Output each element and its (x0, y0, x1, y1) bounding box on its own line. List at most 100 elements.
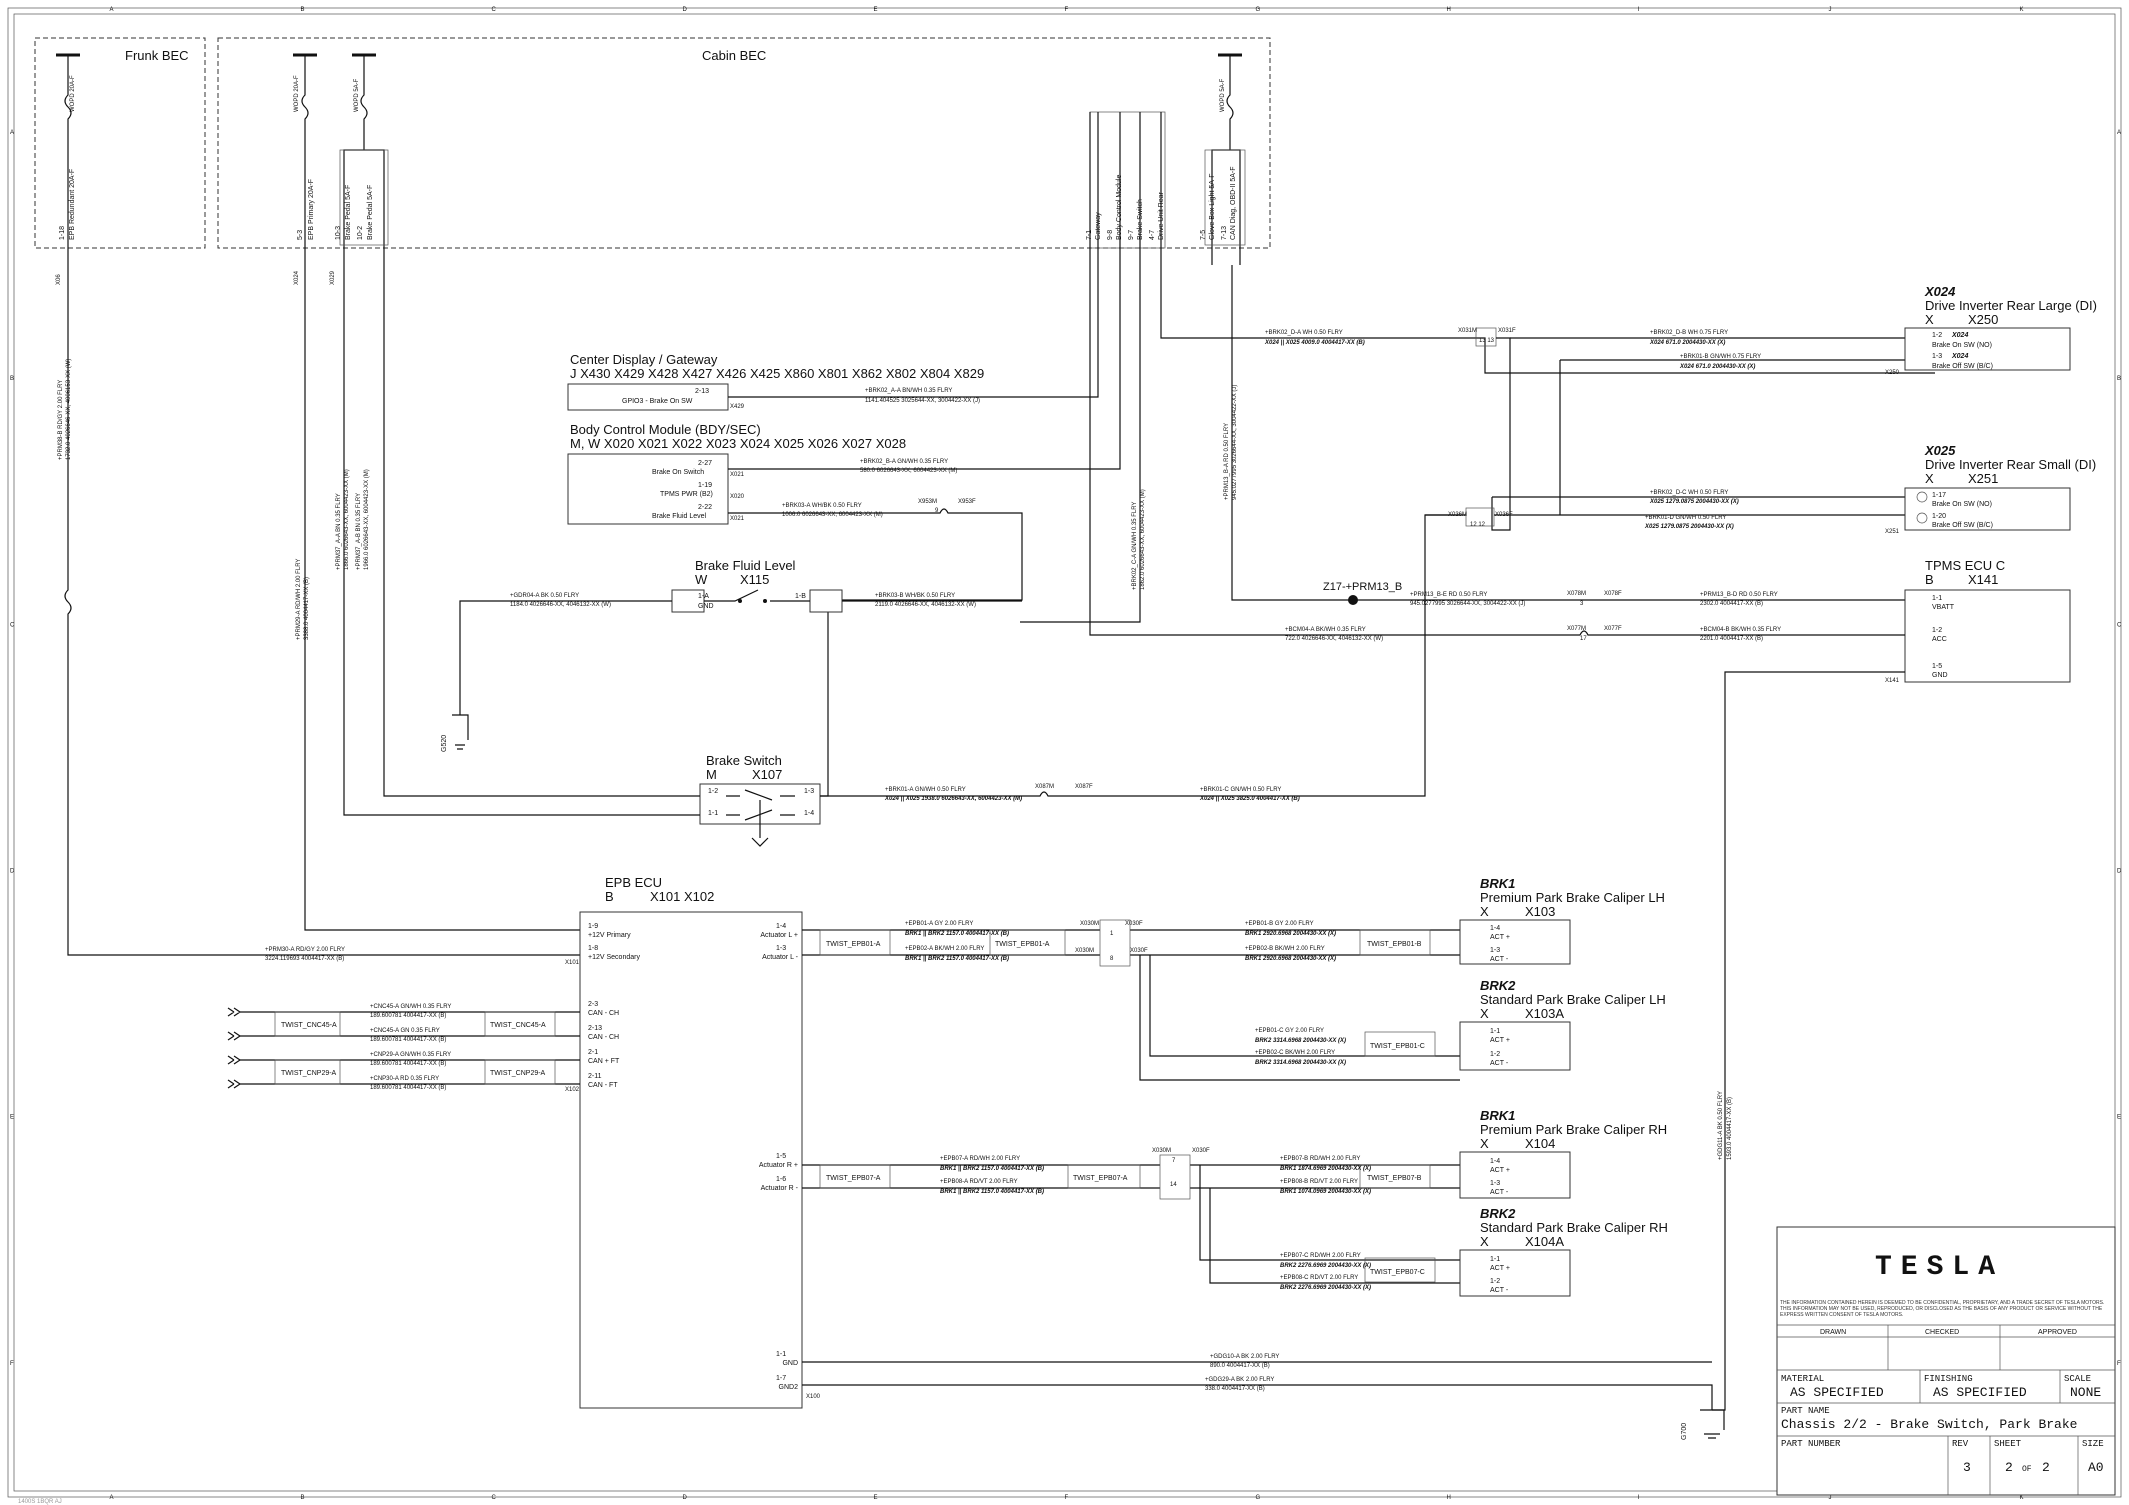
glove-fuse-pin: 7-5 (1200, 230, 1207, 240)
bcm-wire1: +BRK02_B-A GN/WH 0.35 FLRY (860, 459, 948, 465)
tb-size-label: SIZE (2082, 1439, 2104, 1449)
x030m-rh: X030M (1152, 1148, 1171, 1154)
grid-row-label: D (2117, 869, 2122, 875)
cdg-title: Center Display / Gateway (570, 352, 718, 367)
v-glove-wire: +PRM13_B-A RD 0.50 FLRY (1224, 423, 1230, 500)
bsw-p3: 1-1 (708, 810, 718, 817)
bsw-wire2-b: X024 || X025 3825.0 4004417-XX (B) (1199, 796, 1300, 802)
bsw-p1: 1-2 (708, 788, 718, 795)
bfl-title: Brake Fluid Level (695, 558, 796, 573)
w-gdg11b: 1593.0 4004417-XX (B) (1727, 1097, 1733, 1160)
w-bk-r2: X024 671.0 2004430-XX (X) (1679, 364, 1755, 370)
brk2-rh-tag: BRK2 (1480, 1206, 1516, 1221)
tpms-p2: 1-2 (1932, 627, 1942, 634)
fuse-bsw-pin: 9-7 (1128, 230, 1135, 240)
brk1-rh-conn: X104 (1525, 1136, 1555, 1151)
twist-box (1067, 1164, 1141, 1189)
v-bsw-wire: +BRK02_C-A GN/WH 0.35 FLRY (1132, 502, 1138, 590)
bsw-p4: 1-4 (804, 810, 814, 817)
x030f-b: X030F (1130, 948, 1148, 954)
bcm-inline-f: X953F (958, 499, 976, 505)
bfl-switch-node (763, 599, 767, 603)
inv-large-p1l: Brake On SW (NO) (1932, 342, 1992, 349)
twist-epb07a: TWIST_EPB07-A (826, 1175, 881, 1182)
brk2-rh-p1: 1-1 (1490, 1256, 1500, 1263)
brake-pedal-fuse-pin2: 10-2 (357, 226, 364, 240)
splice-node (1348, 595, 1358, 605)
w-cnp29b: +CNP30-A RD 0.35 FLRY (370, 1076, 439, 1082)
twist-cnc45-r: TWIST_CNC45-A (490, 1022, 546, 1029)
inv-large-p2l: Brake Off SW (B/C) (1932, 363, 1993, 370)
w-epb08a: +EPB08-A RD/VT 2.00 FLRY (940, 1179, 1018, 1185)
wire-bsw-bcm (1020, 112, 1141, 623)
w-prmb: 945.0277995 3026644-XX, 3004422-XX (J) (1410, 601, 1525, 607)
glove-fuse-block (1204, 149, 1246, 246)
brk1-lh-conn: X103 (1525, 904, 1555, 919)
brk2-rh-p2: 1-2 (1490, 1278, 1500, 1285)
tb-sheet-label: SHEET (1994, 1439, 2022, 1449)
brk1-lh-sub: X (1480, 904, 1489, 919)
w-bd-r2: X024 671.0 2004430-XX (X) (1649, 340, 1725, 346)
w-epb08ab: BRK1 || BRK2 1157.0 4004417-XX (B) (940, 1189, 1044, 1195)
grid-col-label: C (492, 7, 497, 13)
inv-large-box (1904, 327, 2071, 371)
wire-prm-tpms (1231, 265, 1935, 601)
bcm-wire2b: 1006.0 6026643-XX, 6004423-XX (M) (782, 512, 883, 518)
bfl-wire-l: +GDR04-A BK 0.50 FLRY (510, 593, 579, 599)
wire-cdg-gateway (728, 112, 1099, 398)
w-cnc45b: +CNC45-A GN 0.35 FLRY (370, 1028, 440, 1034)
w-bcm04r: +BCM04-B BK/WH 0.35 FLRY (1700, 627, 1781, 633)
epb-conn-l: X101 (565, 960, 580, 966)
brk1-lh-p1l: ACT + (1490, 934, 1510, 941)
tb-scale-label: SCALE (2064, 1374, 2091, 1384)
obd-fuse-label: CAN Diag, OBD-II 5A-F (1230, 166, 1237, 240)
bfl-right-pin-box (809, 589, 843, 613)
inv-small-conn: X251 (1968, 471, 1998, 486)
w-bcm04rb: 2201.0 4004417-XX (B) (1700, 636, 1763, 642)
epb-right-pin: 1-7 (776, 1375, 786, 1382)
w-sm2b: X025 1279.0875 2004430-XX (X) (1644, 524, 1734, 530)
cdg-wire2: 1141.404525 3025644-XX, 3004422-XX (J) (865, 398, 980, 404)
twist-epb01a2: TWIST_EPB01-A (995, 941, 1050, 948)
v-glove-wire-b: 945.0277995 3026644-XX, 3004422-XX (J) (1232, 385, 1238, 500)
twist-epb07a2: TWIST_EPB07-A (1073, 1175, 1128, 1182)
grid-col-label: A (110, 7, 114, 13)
bsw-wire: +BRK01-A GN/WH 0.50 FLRY (885, 787, 966, 793)
epb-left-pin: 2-1 (588, 1049, 598, 1056)
tb-finishing: AS SPECIFIED (1933, 1385, 2027, 1400)
w-bcm04: +BCM04-A BK/WH 0.35 FLRY (1285, 627, 1366, 633)
frunk-conn: X06 (56, 274, 62, 285)
grid-col-label: F (1065, 1495, 1069, 1501)
brk2-rh-sub: X (1480, 1234, 1489, 1249)
inv-large-conn-l: X250 (1885, 370, 1900, 376)
w-cnc45bb: 189.600781 4004417-XX (B) (370, 1037, 446, 1043)
brk2-lh-p2: 1-2 (1490, 1051, 1500, 1058)
bsw-p2: 1-3 (804, 788, 814, 795)
w-epb07cb: BRK2 2276.6969 2004430-XX (X) (1280, 1263, 1371, 1269)
frunk-fuse-pin: 1-18 (59, 226, 66, 240)
bfl-p2: 1-B (795, 593, 806, 600)
inv-small-p1l: Brake On SW (NO) (1932, 501, 1992, 508)
v-epb-pri-wire-b: 3388.0 4004417-XX (B) (304, 577, 310, 640)
bcm-pin-2-label: TPMS PWR (B2) (660, 491, 713, 498)
w-prm: +PRM13_B-E RD 0.50 FLRY (1410, 592, 1487, 598)
grid-col-label: A (110, 1495, 114, 1501)
tb-scale: NONE (2070, 1385, 2101, 1400)
twist-box (1359, 1164, 1431, 1189)
twist-epb01b: TWIST_EPB01-B (1367, 941, 1422, 948)
epb-conn-r: X100 (806, 1394, 821, 1400)
x030-p3: 7 (1172, 1158, 1176, 1164)
epb-right-pin: 1-1 (776, 1351, 786, 1358)
frunk-fuse-label: EPB Redundant 20A-F (69, 169, 76, 240)
ground-g700-label: G700 (1681, 1423, 1688, 1440)
bfl-wire-rb: 2119.0 4026646-XX, 4046132-XX (W) (875, 602, 976, 608)
bsw-wire-b: X024 || X025 1938.0 6026643-XX, 6004423-… (884, 796, 1022, 802)
w-prm-r: +PRM13_B-D RD 0.50 FLRY (1700, 592, 1778, 598)
grid-col-label: G (1256, 7, 1261, 13)
tb-partname-label: PART NAME (1781, 1406, 1830, 1416)
w-prm-rb: 2302.0 4004417-XX (B) (1700, 601, 1763, 607)
x030-p4: 14 (1170, 1182, 1177, 1188)
w-epb07bb: BRK1 1874.6969 2004430-XX (X) (1280, 1166, 1371, 1172)
drawing-inner-frame (13, 13, 2116, 1492)
epb-left-pin-label: CAN - CH (588, 1010, 619, 1017)
